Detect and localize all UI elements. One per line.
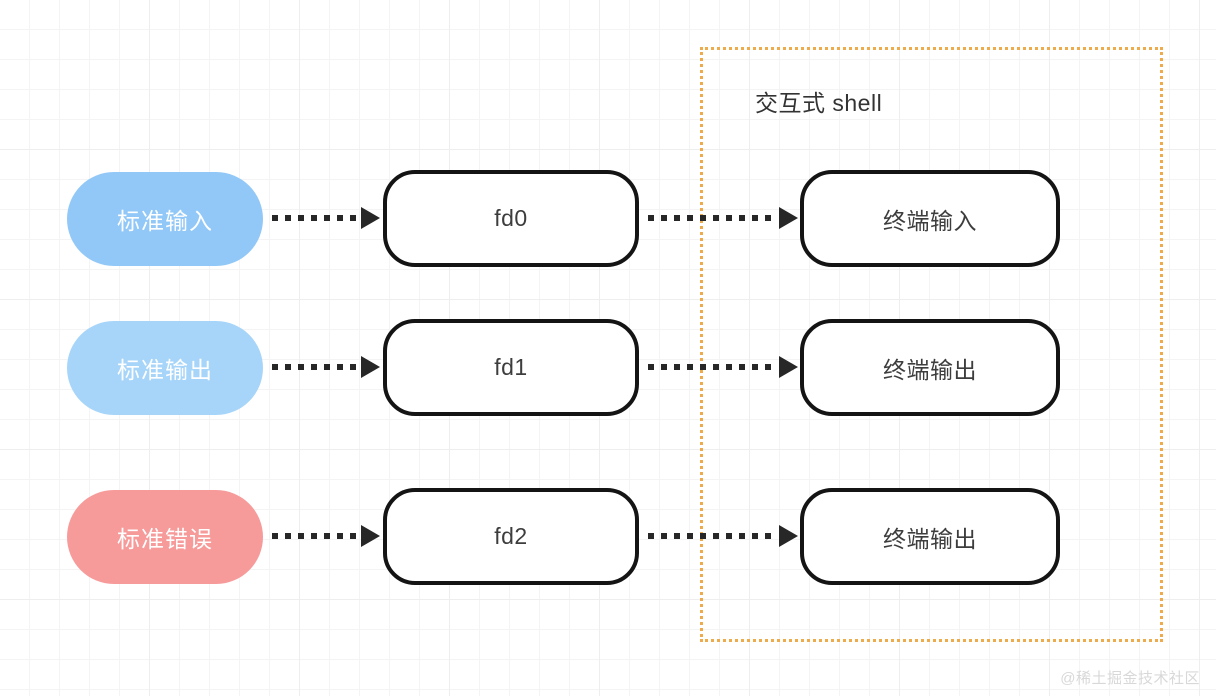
terminal-box-input-label: 终端输入	[883, 207, 977, 234]
arrow-head-icon	[361, 525, 380, 547]
arrow-line	[272, 533, 360, 539]
arrow-line	[272, 364, 360, 370]
source-pill-stderr[interactable]: 标准错误	[67, 490, 263, 584]
interactive-shell-container	[700, 47, 1163, 642]
fd-box-fd1[interactable]: fd1	[383, 319, 639, 416]
terminal-box-output-1-label: 终端输出	[883, 356, 977, 383]
fd-box-fd0[interactable]: fd0	[383, 170, 639, 267]
terminal-box-output-2-label: 终端输出	[883, 525, 977, 552]
fd-box-fd2[interactable]: fd2	[383, 488, 639, 585]
terminal-box-input[interactable]: 终端输入	[800, 170, 1060, 267]
source-pill-stdin[interactable]: 标准输入	[67, 172, 263, 266]
arrow-stdin-to-fd0	[272, 207, 380, 229]
fd-box-fd0-label: fd0	[494, 205, 528, 231]
arrow-head-icon	[361, 356, 380, 378]
arrow-line	[272, 215, 360, 221]
source-pill-stdout-label: 标准输出	[117, 357, 213, 383]
source-pill-stderr-label: 标准错误	[117, 526, 213, 552]
fd-box-fd1-label: fd1	[494, 354, 528, 380]
fd-box-fd2-label: fd2	[494, 523, 528, 549]
arrow-head-icon	[361, 207, 380, 229]
terminal-box-output-2[interactable]: 终端输出	[800, 488, 1060, 585]
source-pill-stdout[interactable]: 标准输出	[67, 321, 263, 415]
terminal-box-output-1[interactable]: 终端输出	[800, 319, 1060, 416]
watermark: @稀土掘金技术社区	[1060, 670, 1200, 687]
interactive-shell-title: 交互式 shell	[755, 90, 883, 116]
arrow-stderr-to-fd2	[272, 525, 380, 547]
source-pill-stdin-label: 标准输入	[117, 208, 213, 234]
arrow-stdout-to-fd1	[272, 356, 380, 378]
